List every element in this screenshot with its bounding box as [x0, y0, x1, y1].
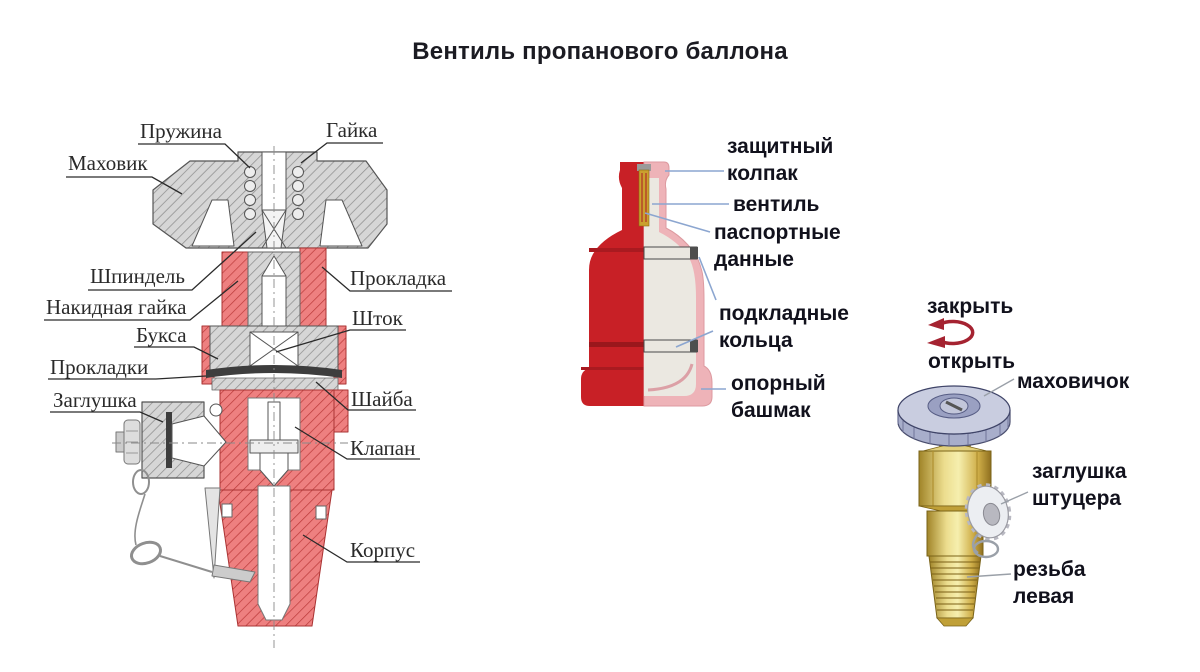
label-pasportnye-dannye: паспортные данные [714, 221, 841, 271]
label-oporny-bashmak: опорный башмак [731, 372, 826, 422]
label-korpus: Корпус [350, 538, 416, 562]
label-zakryt: закрыть [927, 295, 1014, 318]
label-makhovik: Маховик [68, 151, 148, 175]
label-zashchitny-kolpak: защитный колпак [727, 135, 834, 185]
label-shaiba: Шайба [351, 387, 413, 411]
cylinder-drawing [581, 161, 713, 407]
union-nut-shape [221, 251, 249, 327]
label-nakidnaya-gaika: Накидная гайка [46, 295, 187, 319]
cross-section-leaders [44, 142, 452, 563]
label-podkladnye-koltsa: подкладные кольца [719, 302, 849, 352]
cap-wire-shape [971, 533, 1000, 559]
fitting-cap-shape [964, 483, 1012, 541]
label-shpindel: Шпиндель [90, 264, 185, 288]
handwheel-3d-shape [897, 385, 1011, 447]
cylinder-interior [644, 178, 696, 396]
label-zaglushka-shtutsera: заглушка штуцера [1032, 460, 1127, 510]
label-buksa: Букса [136, 323, 187, 347]
label-otkryt: открыть [928, 350, 1016, 373]
label-pruzhina: Пружина [140, 119, 222, 143]
label-gaika: Гайка [326, 118, 378, 142]
cylinder-leaders [644, 170, 729, 390]
neck-valve-shape [637, 164, 651, 227]
thread-shape [928, 555, 982, 619]
spring-coils [244, 166, 304, 220]
spindle-shape [261, 151, 287, 211]
gasket-band-shape [206, 365, 342, 378]
label-klapan: Клапан [350, 436, 416, 460]
label-prokladka: Прокладка [350, 266, 447, 290]
label-zaglushka: Заглушка [53, 388, 137, 412]
valve-exterior-leaders [966, 378, 1029, 578]
valve-exterior-drawing [897, 318, 1012, 627]
label-prokladki: Прокладки [50, 355, 149, 379]
valve-cross-section-drawing [112, 146, 388, 648]
label-makhovichok: маховичок [1017, 370, 1130, 393]
plug-wire-shape [129, 469, 213, 573]
label-ventil: вентиль [733, 193, 820, 216]
rotation-arrow-icon [927, 318, 975, 348]
label-rezba-levaya: резьба левая [1013, 558, 1086, 608]
page-title: Вентиль пропанового баллона [412, 38, 788, 65]
label-shtok: Шток [352, 306, 403, 330]
